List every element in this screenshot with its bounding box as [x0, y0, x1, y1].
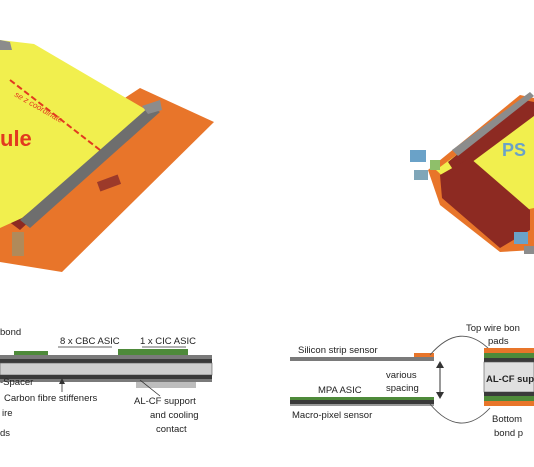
2s-bottom-sensor-light: [0, 379, 212, 382]
2s-alcf-label-1: AL-CF support: [134, 396, 196, 407]
ps-mpa-label: MPA ASIC: [318, 385, 362, 396]
ps-pads-label: pads: [488, 336, 509, 347]
2s-carbon-arrowhead: [59, 378, 65, 384]
ps-bondp-label: bond p: [494, 428, 523, 439]
2s-green-hybrid-top: [14, 351, 48, 355]
2s-cross-section: 8 x CBC ASIC 1 x CIC ASIC bond -Spacer C…: [0, 327, 213, 439]
ps-macro-pixel-sensor: [290, 400, 434, 404]
ps-topwire-label: Top wire bon: [466, 323, 520, 334]
ps-spacing-arrowhead-top: [436, 361, 444, 368]
ps-mpa-asic: [290, 397, 434, 400]
2s-cic-label: 1 x CIC ASIC: [140, 336, 196, 347]
2s-top-sensor-dark: [0, 359, 212, 363]
ps-alcf-block: [483, 361, 534, 393]
2s-bottom-sensor-layer: [0, 375, 212, 379]
2s-alcf-support: [136, 382, 196, 388]
2s-spacer-layer: [0, 362, 213, 376]
ps-strip-pad: [414, 353, 434, 357]
ps-spacing-label: spacing: [386, 383, 419, 394]
ps-hybrid-top-pad: [484, 348, 534, 353]
ps-strip-sensor: [290, 357, 434, 361]
ps-macro-light: [290, 404, 434, 406]
ps-various-label: various: [386, 370, 417, 381]
ps-alcf-label: AL-CF sup: [486, 374, 534, 385]
ps-top-wirebond: [429, 335, 491, 356]
ps-spacing-arrowhead-bottom: [436, 392, 444, 399]
2s-bond-label: bond: [0, 327, 21, 338]
ps-module-label: PS: [502, 140, 526, 160]
ps-macro-label: Macro-pixel sensor: [292, 410, 372, 421]
2s-alcf-label-3: contact: [156, 424, 187, 435]
2s-green-hybrid-cbc: [118, 349, 188, 355]
ps-hybrid-bottom-green: [484, 396, 534, 401]
ps-module-illustration: PS: [410, 92, 534, 254]
ps-hybrid-bottom-pad: [484, 401, 534, 406]
ps-bottom-label: Bottom: [492, 414, 522, 425]
2s-alcf-label-2: and cooling: [150, 410, 199, 421]
2s-wire-label: ire: [2, 408, 13, 419]
2s-chips: [12, 174, 122, 256]
ps-grey-edge: [452, 92, 534, 156]
2s-top-tab: [0, 40, 12, 50]
2s-grey-edge: [20, 106, 160, 228]
2s-pads-label: ds: [0, 428, 10, 439]
ps-bottom-wirebond: [429, 403, 491, 424]
ps-cross-section: various spacing Silicon strip sensor MPA…: [290, 323, 534, 439]
2s-spacer-label: -Spacer: [0, 377, 33, 388]
2s-module-label: ule: [0, 126, 32, 151]
ps-big-block: [440, 158, 530, 248]
2s-module-illustration: se z coordinate ule: [0, 40, 214, 272]
ps-asic-row: [448, 100, 534, 174]
ps-hybrid-top-green: [484, 353, 534, 358]
ps-hybrid-bottom-dark: [484, 392, 534, 396]
ps-hybrid-top-dark: [484, 358, 534, 362]
2s-sensor: [0, 40, 150, 228]
2s-carbon-label: Carbon fibre stiffeners: [4, 393, 98, 404]
2s-alcf-arrow: [139, 379, 161, 397]
2s-top-sensor-layer: [0, 355, 212, 359]
2s-axis-line: [9, 79, 101, 151]
2s-cbc-label: 8 x CBC ASIC: [60, 336, 120, 347]
2s-corner-tab: [142, 100, 162, 114]
ps-connectors: [410, 150, 534, 254]
ps-strip-label: Silicon strip sensor: [298, 345, 378, 356]
